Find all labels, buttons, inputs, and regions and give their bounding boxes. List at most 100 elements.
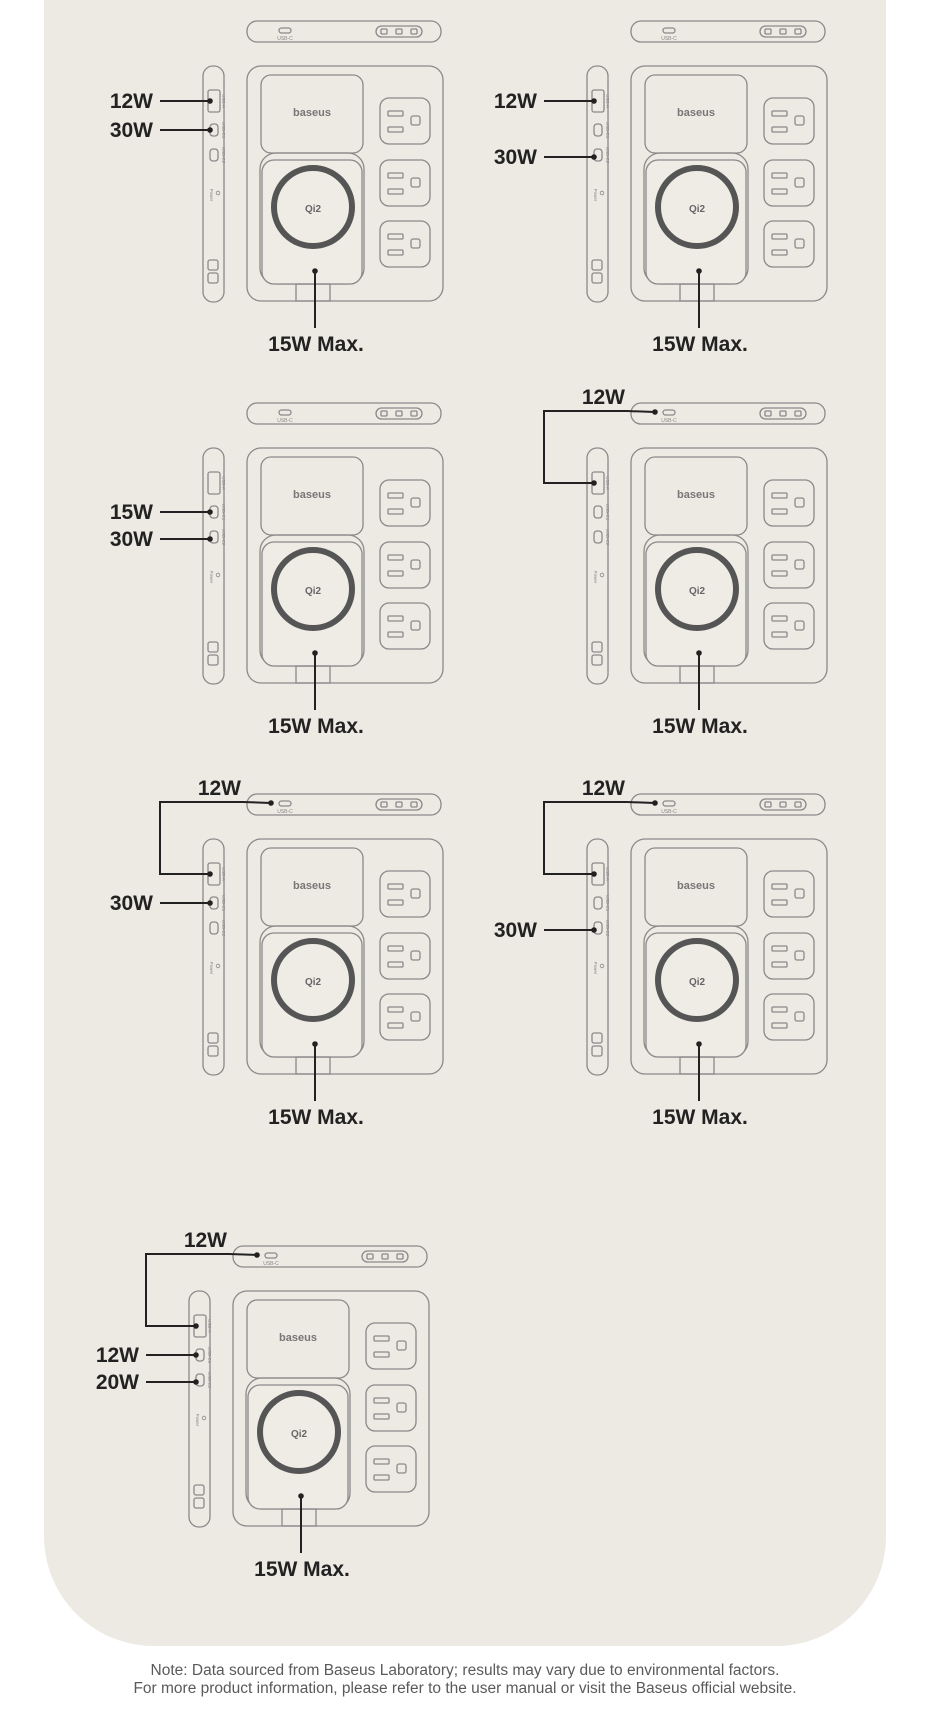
usb-a-output-label: 12W bbox=[494, 90, 537, 113]
socket-pin-2 bbox=[779, 410, 787, 417]
top-ac-socket bbox=[375, 407, 423, 420]
config-4: USB-CUSB-AUSB-C1USB-C2PowerbaseusQi215W … bbox=[543, 386, 828, 738]
top-port-label: USB-C bbox=[661, 36, 677, 42]
ac-outlet-slot-lower bbox=[387, 508, 404, 515]
top-ac-socket bbox=[361, 1250, 409, 1263]
usb-a-label: USB-A bbox=[221, 94, 226, 108]
ac-outlet-frame bbox=[763, 159, 815, 207]
wireless-output-label: 15W Max. bbox=[268, 333, 364, 356]
power-led bbox=[201, 1415, 207, 1421]
side-usb-c1-port bbox=[593, 505, 603, 519]
top-port-label: USB-C bbox=[277, 418, 293, 424]
top-edge-view: USB-C bbox=[246, 20, 442, 43]
top-edge-body bbox=[246, 793, 442, 816]
usb-c2-label: USB-C2 bbox=[605, 529, 610, 546]
ac-outlet-3 bbox=[379, 220, 431, 268]
top-edge-body bbox=[232, 1245, 428, 1268]
usb-a-label: USB-A bbox=[207, 1319, 212, 1333]
qi-logo: Qi2 bbox=[689, 586, 706, 597]
ac-outlet-ground bbox=[794, 177, 805, 188]
usb-c1-label: USB-C1 bbox=[605, 895, 610, 912]
usb-a-dot bbox=[591, 480, 597, 486]
power-label: Power bbox=[209, 962, 214, 975]
usb-c2-output-label: 30W bbox=[494, 919, 537, 942]
ac-outlet-ground bbox=[794, 620, 805, 631]
ac-outlet-ground bbox=[794, 950, 805, 961]
usb-a-label: USB-A bbox=[221, 476, 226, 490]
ac-outlet-frame bbox=[379, 870, 431, 918]
ac-outlet-slot-upper bbox=[387, 554, 404, 561]
ac-outlet-1 bbox=[763, 479, 815, 527]
side-edge-body bbox=[586, 65, 609, 303]
side-mark-top bbox=[207, 1032, 219, 1044]
main-body-outline bbox=[630, 65, 828, 302]
ac-outlet-frame bbox=[763, 541, 815, 589]
top-port-label: USB-C bbox=[277, 36, 293, 42]
ac-outlet-slot-lower bbox=[387, 961, 404, 968]
side-mark-bottom bbox=[207, 1045, 219, 1057]
top-usb-c-port bbox=[264, 1252, 278, 1259]
usb-a-output-label: 12W bbox=[110, 90, 153, 113]
power-label: Power bbox=[209, 571, 214, 584]
usb-a-label: USB-A bbox=[605, 476, 610, 490]
wireless-pad-hinge bbox=[295, 665, 331, 684]
side-usb-c1-port bbox=[593, 123, 603, 137]
ac-outlet-frame bbox=[763, 932, 815, 980]
ac-outlet-slot-lower bbox=[771, 899, 788, 906]
top-usb-c-port bbox=[278, 800, 292, 807]
usb-a-label: USB-A bbox=[605, 867, 610, 881]
qi-logo: Qi2 bbox=[305, 204, 322, 215]
usb-c1-output-label: 30W bbox=[110, 119, 153, 142]
top-edge-body bbox=[630, 20, 826, 43]
socket-pin-1 bbox=[380, 28, 388, 35]
ac-outlet-1 bbox=[365, 1322, 417, 1370]
ac-outlet-ground bbox=[410, 888, 421, 899]
side-mark-top bbox=[207, 641, 219, 653]
top-edge-view: USB-C bbox=[630, 402, 826, 425]
top-to-a-leader bbox=[543, 801, 656, 875]
side-edge-body bbox=[586, 838, 609, 1076]
ac-outlet-3 bbox=[763, 220, 815, 268]
footnote: Note: Data sourced from Baseus Laborator… bbox=[0, 1662, 930, 1698]
side-mark-bottom bbox=[207, 654, 219, 666]
socket-pin-2 bbox=[395, 801, 403, 808]
usb-c1-label: USB-C1 bbox=[605, 122, 610, 139]
usb-c1-output-label: 12W bbox=[96, 1344, 139, 1367]
wireless-pad-hinge bbox=[679, 283, 715, 302]
ac-outlet-slot-lower bbox=[373, 1474, 390, 1481]
top-edge-view: USB-C bbox=[232, 1245, 428, 1268]
usb-a-label: USB-A bbox=[605, 94, 610, 108]
socket-pin-3 bbox=[396, 1253, 404, 1260]
ac-outlet-slot-lower bbox=[387, 249, 404, 256]
side-edge-body bbox=[586, 447, 609, 685]
ac-outlet-slot-upper bbox=[387, 945, 404, 952]
ac-outlet-ground bbox=[396, 1402, 407, 1413]
brand-logo: baseus bbox=[677, 107, 715, 119]
socket-pin-3 bbox=[410, 801, 418, 808]
ac-outlet-ground bbox=[794, 888, 805, 899]
side-mark-bottom bbox=[591, 654, 603, 666]
top-usb-c-port bbox=[278, 27, 292, 34]
ac-outlet-slot-upper bbox=[771, 233, 788, 240]
power-label: Power bbox=[209, 189, 214, 202]
top-edge-view: USB-C bbox=[630, 20, 826, 43]
wireless-pad-hinge bbox=[295, 283, 331, 302]
ac-outlet-slot-upper bbox=[771, 1006, 788, 1013]
usb-c2-output-label: 30W bbox=[494, 146, 537, 169]
power-label: Power bbox=[593, 571, 598, 584]
ac-outlet-frame bbox=[379, 479, 431, 527]
ac-outlet-slot-upper bbox=[373, 1397, 390, 1404]
ac-outlet-slot-lower bbox=[373, 1351, 390, 1358]
ac-outlet-slot-lower bbox=[373, 1413, 390, 1420]
ac-outlet-frame bbox=[379, 602, 431, 650]
top-usb-c-port bbox=[662, 800, 676, 807]
ac-outlet-ground bbox=[794, 1011, 805, 1022]
qi-logo: Qi2 bbox=[291, 1429, 308, 1440]
ac-outlet-1 bbox=[379, 97, 431, 145]
top-ac-socket bbox=[759, 407, 807, 420]
